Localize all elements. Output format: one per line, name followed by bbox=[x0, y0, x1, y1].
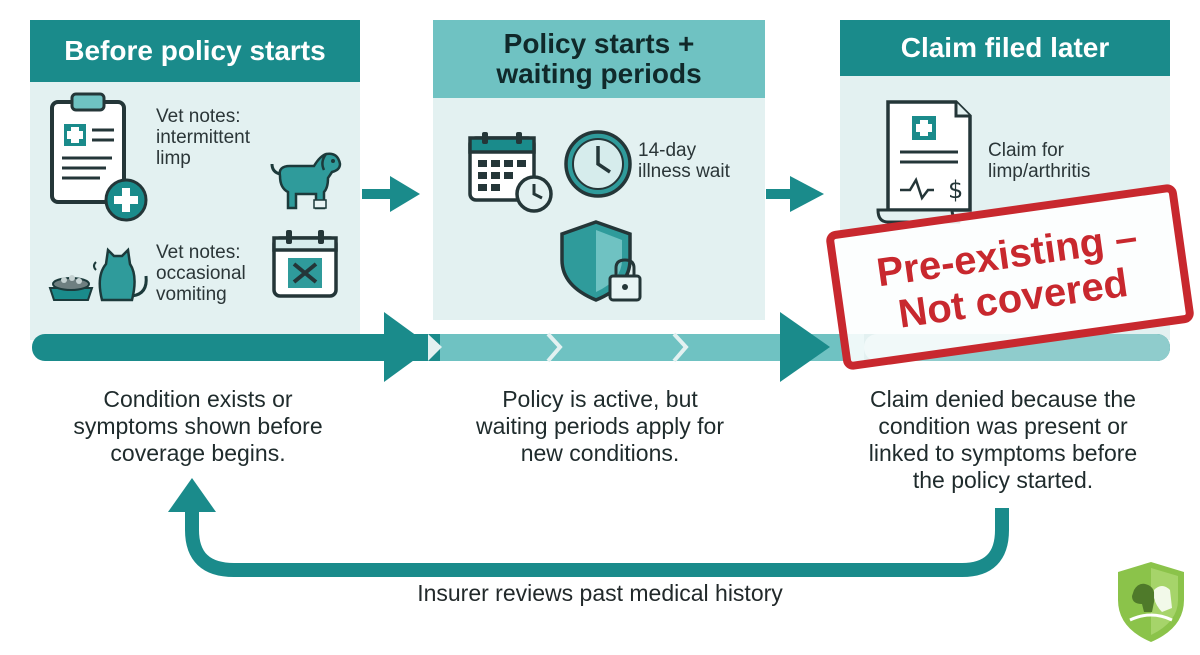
note-intermittent-limp: Vet notes: intermittent limp bbox=[156, 106, 250, 169]
note-claim-limp-arthritis: Claim for limp/arthritis bbox=[988, 140, 1091, 182]
arrow-to-stage-2 bbox=[362, 176, 420, 212]
loop-label: Insurer reviews past medical history bbox=[417, 580, 783, 606]
note-occasional-vomiting: Vet notes: occasional vomiting bbox=[156, 242, 246, 305]
cat-food-bowl-icon bbox=[48, 247, 148, 302]
clock-icon bbox=[564, 130, 632, 198]
stage-before-policy-title: Before policy starts bbox=[30, 20, 360, 82]
claim-document-icon: $ bbox=[876, 100, 972, 224]
svg-text:$: $ bbox=[948, 176, 963, 204]
stage-policy-starts-title: Policy starts + waiting periods bbox=[433, 20, 765, 98]
arrow-to-stage-3 bbox=[766, 176, 824, 212]
caption-claim-denied: Claim denied because the condition was p… bbox=[868, 386, 1138, 493]
caption-policy-active: Policy is active, but waiting periods ap… bbox=[475, 386, 725, 466]
calendar-x-icon bbox=[272, 230, 338, 298]
caption-before-policy: Condition exists or symptoms shown befor… bbox=[73, 386, 323, 466]
shield-pet-logo-icon bbox=[1118, 562, 1184, 642]
stage-claim-filed-title: Claim filed later bbox=[840, 20, 1170, 76]
shield-lock-icon bbox=[560, 220, 642, 302]
stage-policy-starts-panel: Policy starts + waiting periods bbox=[433, 20, 765, 320]
note-illness-wait: 14-day illness wait bbox=[638, 140, 730, 182]
dog-icon bbox=[270, 152, 342, 210]
clipboard-medical-icon bbox=[50, 92, 148, 222]
calendar-clock-icon bbox=[468, 132, 553, 213]
